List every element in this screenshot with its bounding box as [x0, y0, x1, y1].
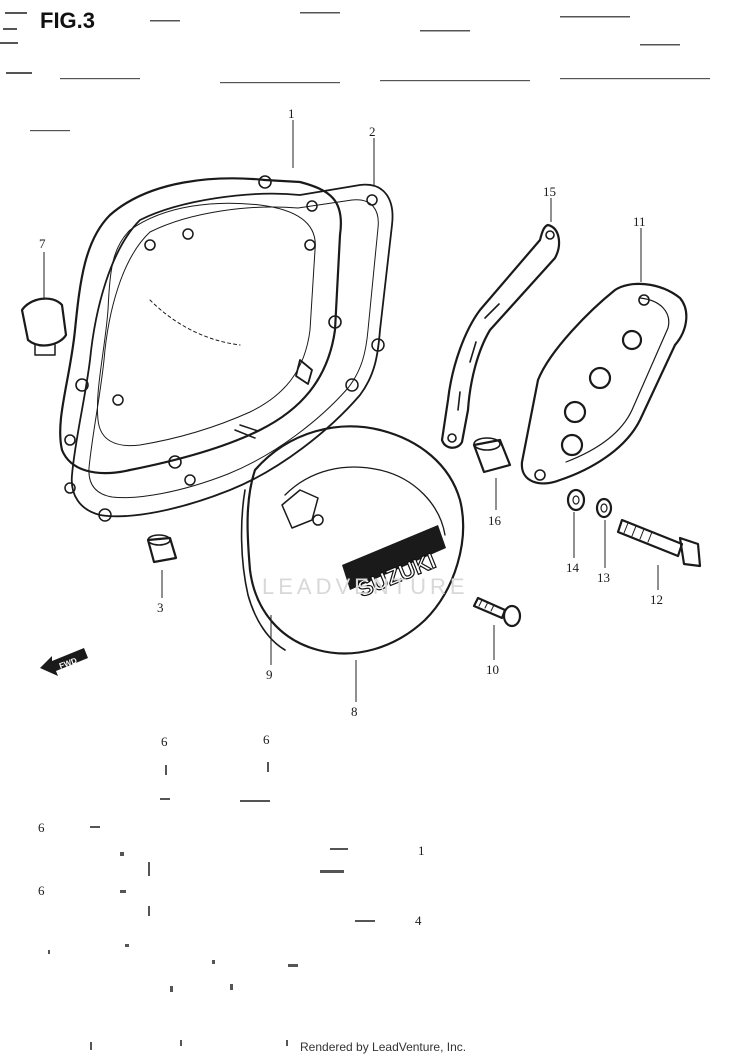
callout-16: 16: [488, 513, 502, 528]
part-7-plug: [20, 297, 68, 356]
faint-mark: 1: [418, 843, 425, 858]
callout-15: 15: [543, 184, 556, 199]
callout-12: 12: [650, 592, 663, 607]
part-1-crankcase-cover: [59, 175, 343, 475]
part-13-washer: [595, 497, 613, 519]
callout-8: 8: [351, 704, 358, 719]
part-15-strap-bracket: [440, 223, 561, 449]
part-16-spacer: [472, 437, 512, 474]
part-11-bracket-plate: [520, 282, 688, 485]
part-3-dowel: [146, 534, 178, 564]
part-10-bolt: [472, 596, 522, 628]
figure-title: FIG.3: [40, 8, 96, 33]
part-2-gasket: [64, 183, 394, 522]
callout-13: 13: [597, 570, 610, 585]
callout-2: 2: [369, 124, 376, 139]
render-credit: Rendered by LeadVenture, Inc.: [300, 1040, 467, 1054]
faint-marks: 6 6 6 6 1 4: [38, 732, 425, 1050]
callout-11: 11: [633, 214, 646, 229]
faint-mark: 6: [38, 883, 45, 898]
callout-10: 10: [486, 662, 499, 677]
callout-labels: 1 2 3 7 8 9 10 11 12 13 14 15 16: [39, 106, 663, 719]
faint-mark: 6: [263, 732, 270, 747]
part-8-clutch-cover: SUZUKI: [246, 425, 465, 655]
scan-noise: [0, 12, 710, 132]
part-12-long-bolt: [616, 518, 702, 568]
callout-3: 3: [157, 600, 164, 615]
faint-mark: 4: [415, 913, 422, 928]
part-14-washer: [566, 488, 586, 512]
forward-direction-arrow: FWD: [40, 648, 88, 676]
part-9-cover-gasket: [240, 489, 286, 651]
watermark: LEADVENTURE: [262, 574, 469, 599]
callout-9: 9: [266, 667, 273, 682]
callout-1: 1: [288, 106, 295, 121]
callout-7: 7: [39, 236, 46, 251]
faint-mark: 6: [161, 734, 168, 749]
leader-lines: [43, 120, 659, 702]
faint-mark: 6: [38, 820, 45, 835]
callout-14: 14: [566, 560, 580, 575]
